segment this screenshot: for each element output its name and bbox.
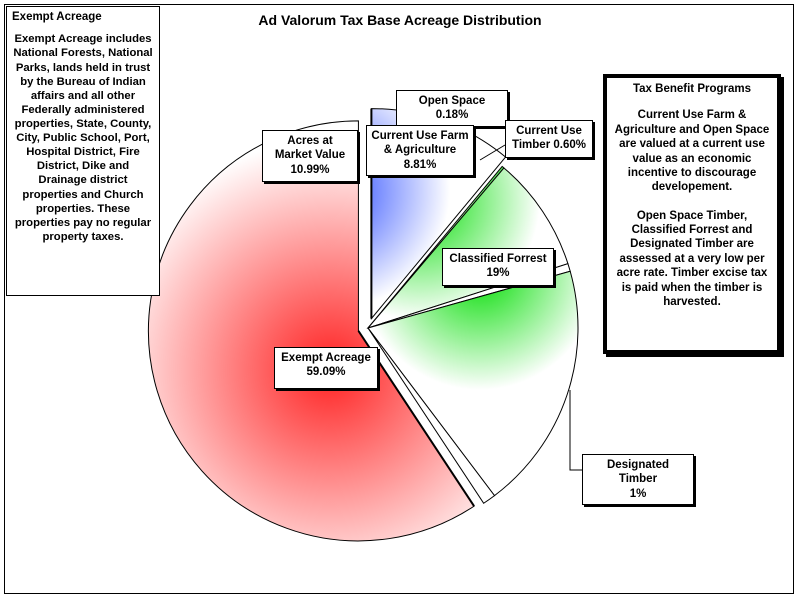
slice-label-line: Exempt Acreage [281,352,371,364]
exempt-note-heading: Exempt Acreage [12,11,102,23]
slice-label-line: 59.09% [306,366,346,379]
tax-benefit-heading: Tax Benefit Programs [632,83,751,95]
slice-label-line: 1% [629,487,647,500]
slice-label-line: Current Use Farm [371,130,469,142]
pie-slice-current-use-farm-agriculture [366,167,569,330]
slice-label-exempt-acreage: Exempt Acreage 59.09% [274,347,378,389]
slice-label-line: Open Space 0.18% [418,95,486,122]
slice-label-classified-forrest: Classified Forrest 19% [442,248,554,286]
pie-slice-classified-forrest [367,270,579,497]
slice-label-line: Market Value [274,149,346,162]
slice-label-line: 19% [486,267,510,280]
slice-label-line: 10.99% [290,163,330,176]
leader-line [569,390,582,471]
slice-label-line: Timber 0.60% [512,139,586,152]
slice-label-line: Classified Forrest [449,253,547,265]
exempt-note-body: Exempt Acreage includes National Forests… [13,33,153,243]
slice-label-line: Designated Timber [607,459,669,486]
pie-slice-designated-timber [367,327,496,504]
tax-benefit-programs-note: Tax Benefit Programs Current Use Farm & … [603,74,781,354]
exempt-acreage-note: Exempt Acreage Exempt Acreage includes N… [6,6,160,296]
slice-label-line: Acres at [287,135,333,147]
leader-line [479,144,506,161]
slice-label-open-space: Open Space 0.18% [396,90,508,127]
slice-label-line: & Agriculture [383,144,457,157]
pie-slice-exempt-acreage [147,120,475,542]
slice-label-line: 8.81% [403,158,437,171]
chart-title: Ad Valorum Tax Base Acreage Distribution [258,12,542,28]
tax-benefit-paragraph-1: Current Use Farm & Agriculture and Open … [614,109,770,194]
slice-label-line: Current Use [516,125,582,137]
tax-benefit-paragraph-2: Open Space Timber, Classified Forrest an… [616,209,768,308]
